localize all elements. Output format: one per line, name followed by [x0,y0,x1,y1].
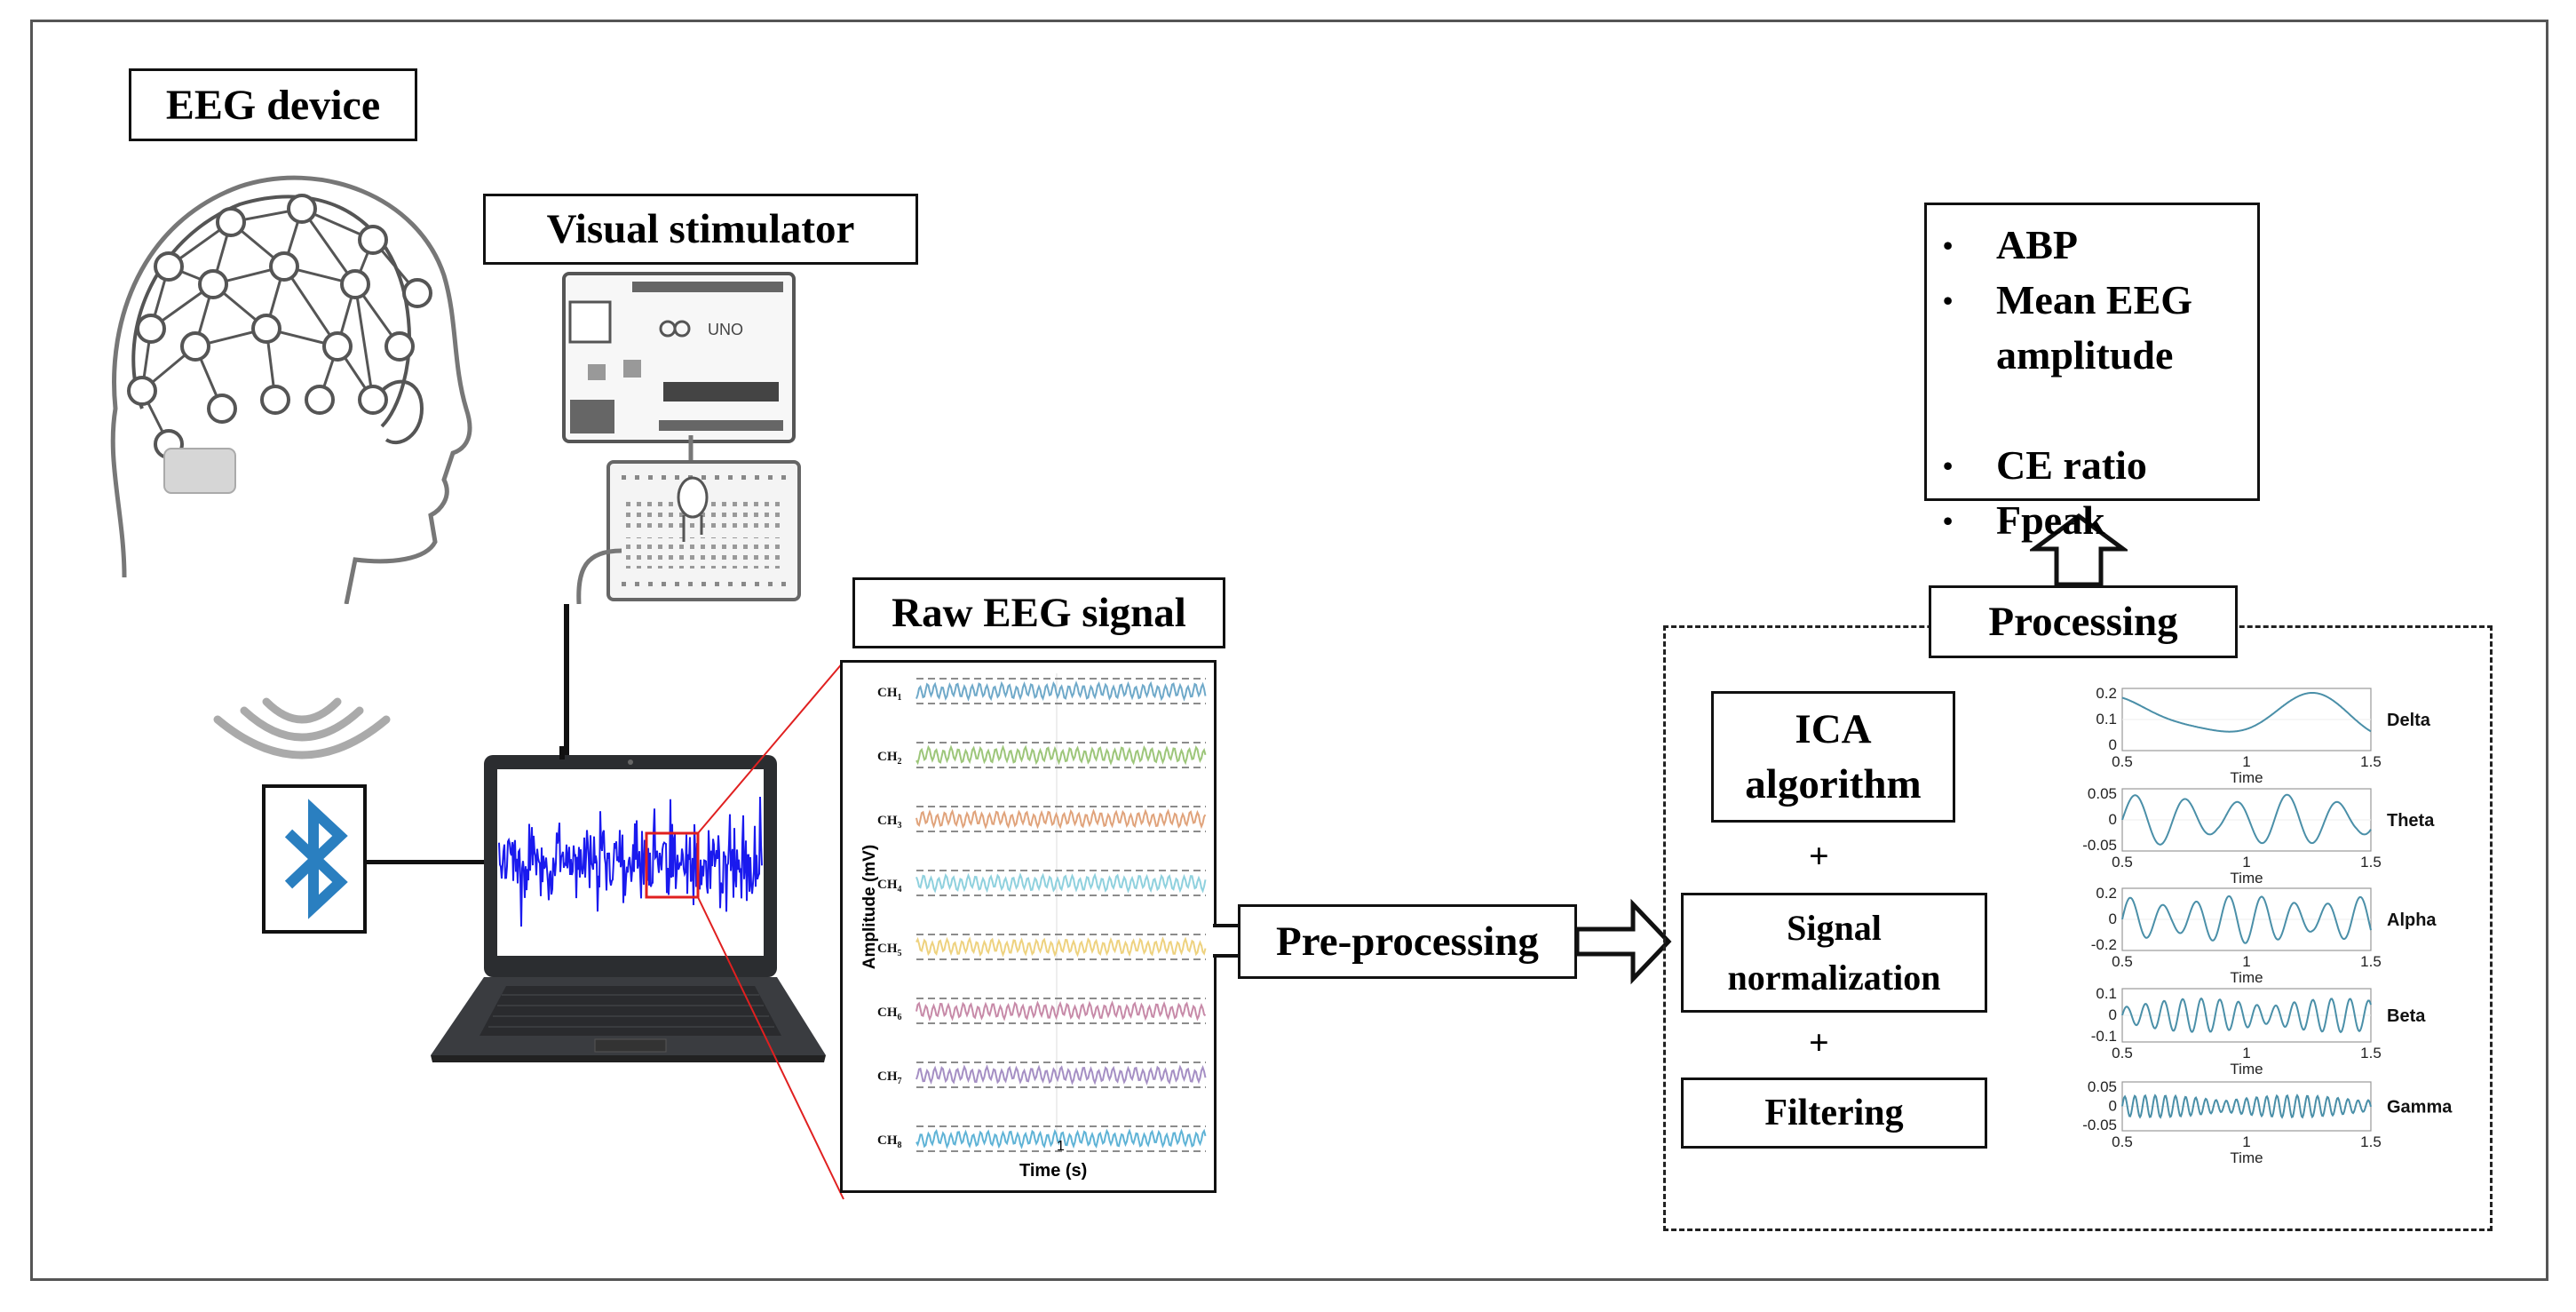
channel-label: CH8 [877,1133,902,1150]
band-name: Theta [2387,811,2435,831]
band-ytick: 0 [2109,736,2117,753]
raw-eeg-xlabel: Time (s) [1019,1161,1088,1181]
channel-label: CH3 [877,814,902,831]
channel-label: CH1 [877,686,902,703]
band-ytick: 0 [2109,910,2117,927]
band-xtick: 0.5 [2112,854,2133,871]
band-trace [2121,997,2372,1034]
channel-trace [915,1000,1207,1022]
eeg-device-label: EEG device [129,68,417,141]
band-trace [2121,793,2372,846]
band-xtick: 1 [2242,1045,2250,1062]
outcome-item: •Fpeak [1943,493,2257,548]
channel-label: CH6 [877,1006,902,1022]
channel-trace [915,680,1207,702]
breadboard-led-illustration [576,435,801,604]
band-trace [2121,1093,2372,1119]
channel-label: CH2 [877,750,902,767]
signal-normalization-box: Signal normalization [1681,893,1987,1013]
band-xtick: 0.5 [2112,1045,2133,1062]
outcome-item: •ABP [1943,218,2257,273]
channel-label: CH7 [877,1069,902,1086]
bluetooth-icon [262,784,367,934]
band-ytick: 0 [2109,811,2117,828]
bullet-icon: • [1943,229,1954,261]
channel-trace [915,808,1207,830]
band-xlabel: Time [2230,769,2263,786]
band-ytick: -0.05 [2082,1117,2117,1133]
channel-trace [915,1064,1207,1085]
outcome-item: •CE ratio [1943,438,2257,493]
band-ytick: 0.05 [2088,1078,2117,1095]
band-ytick: 0.1 [2096,985,2117,1002]
band-xtick: 1 [2242,1133,2250,1150]
band-name: Delta [2387,711,2431,730]
band-xtick: 1 [2242,854,2250,871]
band-xtick: 1.5 [2360,854,2382,871]
band-xtick: 1.5 [2360,953,2382,970]
processing-label: Processing [1929,585,2238,658]
band-ytick: 0.05 [2088,785,2117,802]
outcome-item: •Mean EEG amplitude [1943,273,2257,383]
arrow-right-icon [1575,898,1672,985]
plus-sign: + [1809,836,1829,876]
band-ytick: 0.1 [2096,711,2117,728]
band-xtick: 1 [2242,953,2250,970]
channel-trace [915,1128,1207,1149]
ica-algorithm-box: ICA algorithm [1711,691,1955,823]
channel-trace [915,872,1207,894]
band-trace [2121,692,2372,733]
band-name: Alpha [2387,910,2437,930]
channel-trace [915,936,1207,958]
laptop-illustration [431,755,826,1062]
raw-eeg-plot [840,660,1217,1193]
band-name: Beta [2387,1006,2426,1026]
channel-trace [915,744,1207,766]
pre-processing-label: Pre-processing [1238,904,1577,979]
filtering-box: Filtering [1681,1077,1987,1149]
band-xtick: 1.5 [2360,753,2382,770]
band-xtick: 0.5 [2112,753,2133,770]
band-xlabel: Time [2230,1061,2263,1077]
laptop-stimulator-connector [559,746,565,759]
outcome-features-box: •ABP •Mean EEG amplitude •CE ratio •Fpea… [1924,203,2260,543]
stimulator-cable [564,604,569,764]
band-ytick: 0.2 [2096,885,2117,902]
band-xtick: 0.5 [2112,1133,2133,1150]
band-ytick: 0 [2109,1006,2117,1023]
band-ytick: -0.05 [2082,837,2117,854]
band-ytick: -0.1 [2091,1028,2117,1045]
raw-eeg-xtick: 1 [1057,1139,1065,1154]
bullet-icon: • [1943,284,1954,316]
bullet-icon: • [1943,449,1954,481]
band-xtick: 1.5 [2360,1045,2382,1062]
channel-label: CH4 [877,878,902,895]
wireless-signal-icon [213,697,391,759]
band-xtick: 0.5 [2112,953,2133,970]
arrow-up-icon [2030,513,2128,586]
band-ytick: 0 [2109,1098,2117,1115]
bluetooth-to-laptop-line [366,860,490,864]
zoom-lines [697,661,844,1200]
band-ytick: 0.2 [2096,685,2117,702]
band-xlabel: Time [2230,1149,2263,1166]
band-ytick: -0.2 [2091,936,2117,953]
channel-label: CH5 [877,942,902,958]
band-name: Gamma [2387,1098,2453,1117]
band-xtick: 1 [2242,753,2250,770]
band-trace [2121,895,2372,944]
band-xlabel: Time [2230,870,2263,887]
band-xtick: 1.5 [2360,1133,2382,1150]
eeg-cap-head-illustration [110,175,472,604]
band-xlabel: Time [2230,969,2263,986]
raw-eeg-signal-label: Raw EEG signal [852,577,1225,648]
figure-frame [30,20,2548,1281]
svg-text:UNO: UNO [708,321,743,338]
visual-stimulator-label: Visual stimulator [483,194,918,265]
plus-sign: + [1809,1022,1829,1062]
bullet-icon: • [1943,505,1954,537]
arduino-board-illustration: UNO [562,272,796,443]
